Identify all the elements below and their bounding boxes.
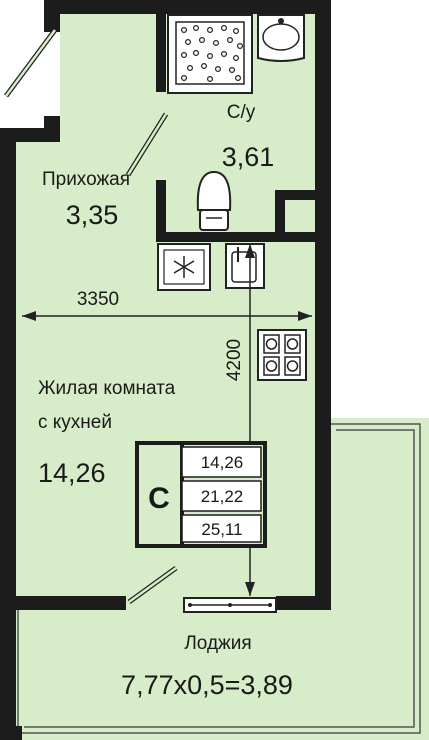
summary-value-2: 21,22 (201, 487, 244, 506)
area-summary: С 14,26 21,22 25,11 (135, 441, 267, 548)
height-dimension-label: 4200 (224, 339, 245, 381)
dimension-width: 3350 (22, 289, 312, 321)
bathroom-area: 3,61 (222, 142, 275, 172)
stove (257, 329, 307, 381)
kitchen-sink (225, 243, 265, 289)
living-area: 14,26 (38, 458, 106, 488)
loggia-door (127, 565, 178, 605)
loggia-label: Лоджия (184, 633, 251, 654)
bathroom-label: С/у (227, 102, 256, 123)
summary-value-1: 14,26 (201, 453, 244, 472)
loggia-area: 7,77x0,5=3,89 (121, 670, 293, 700)
hallway-area: 3,35 (66, 200, 119, 230)
shower-tray (167, 14, 253, 94)
hallway-label: Прихожая (42, 169, 130, 190)
snowflake-icon (173, 256, 195, 278)
bathroom-door (125, 112, 169, 177)
washbasin (257, 14, 305, 62)
toilet (196, 170, 232, 231)
entry-door (3, 28, 58, 98)
summary-value-3: 25,11 (201, 520, 242, 539)
width-dimension-label: 3350 (77, 289, 119, 310)
walls (0, 0, 331, 740)
class-letter: С (148, 482, 170, 515)
loggia (16, 418, 429, 740)
fridge (157, 243, 211, 291)
living-label-line2: с кухней (38, 412, 112, 433)
loggia-window (183, 597, 277, 613)
living-label-line1: Жилая комната (38, 378, 176, 399)
